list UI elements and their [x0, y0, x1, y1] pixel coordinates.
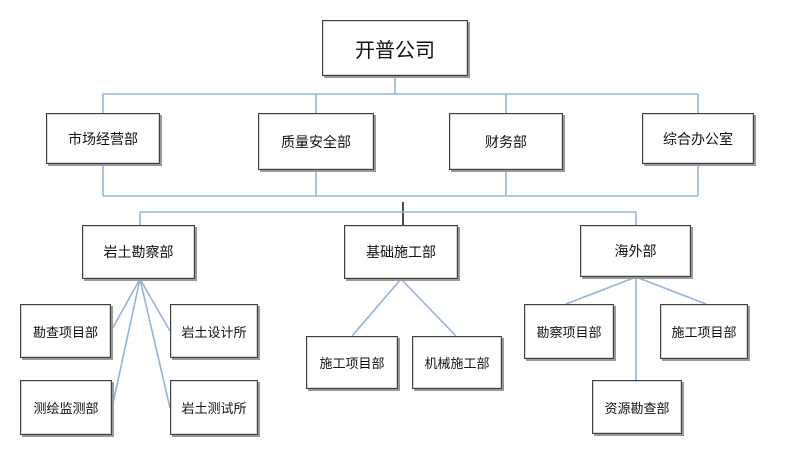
dept-label: 财务部: [485, 134, 527, 151]
overseas-unit-1: 勘察项目部: [524, 304, 614, 359]
unit-label: 勘察项目部: [536, 326, 602, 341]
dept-node-1: 市场经营部: [46, 113, 160, 164]
connector-geotech-1: [110, 278, 141, 332]
connector-geotech-3: [111, 278, 141, 409]
geotech-unit-2: 岩土设计所: [170, 304, 258, 358]
division-node-3: 海外部: [580, 225, 691, 277]
dept-label: 质量安全部: [281, 134, 351, 151]
division-node-1: 岩土勘察部: [82, 225, 195, 279]
unit-label: 勘查项目部: [32, 325, 98, 341]
root-node: 开普公司: [322, 20, 468, 76]
unit-label: 岩土设计所: [181, 325, 247, 341]
dept-node-3: 财务部: [449, 113, 563, 170]
foundation-unit-2: 机械施工部: [412, 336, 502, 389]
overseas-unit-2: 施工项目部: [660, 304, 748, 359]
division-node-2: 基础施工部: [344, 225, 458, 279]
overseas-unit-3: 资源勘查部: [592, 380, 682, 434]
unit-label: 资源勘查部: [604, 401, 670, 417]
dept-node-4: 综合办公室: [642, 113, 754, 164]
connector-geotech-4: [139, 278, 171, 409]
foundation-unit-1: 施工项目部: [306, 336, 398, 389]
division-label: 岩土勘察部: [103, 245, 174, 261]
geotech-unit-3: 测绘监测部: [20, 380, 112, 435]
connector-geotech-2: [139, 278, 171, 332]
geotech-unit-4: 岩土测试所: [170, 380, 258, 435]
dept-label: 市场经营部: [68, 131, 138, 148]
connector-overseas-1: [565, 276, 637, 305]
division-label: 海外部: [614, 244, 657, 260]
connector-foundation-1: [351, 278, 402, 337]
geotech-unit-1: 勘查项目部: [20, 304, 111, 358]
unit-label: 机械施工部: [424, 357, 490, 372]
connector-foundation-2: [400, 278, 457, 337]
root-label: 开普公司: [355, 37, 435, 62]
unit-label: 施工项目部: [671, 326, 737, 341]
dept-node-2: 质量安全部: [258, 113, 374, 170]
unit-label: 测绘监测部: [33, 402, 99, 417]
dept-label: 综合办公室: [663, 131, 733, 148]
unit-label: 岩土测试所: [181, 402, 247, 417]
division-label: 基础施工部: [366, 245, 436, 261]
connector-overseas-2: [635, 276, 707, 305]
unit-label: 施工项目部: [319, 357, 385, 372]
